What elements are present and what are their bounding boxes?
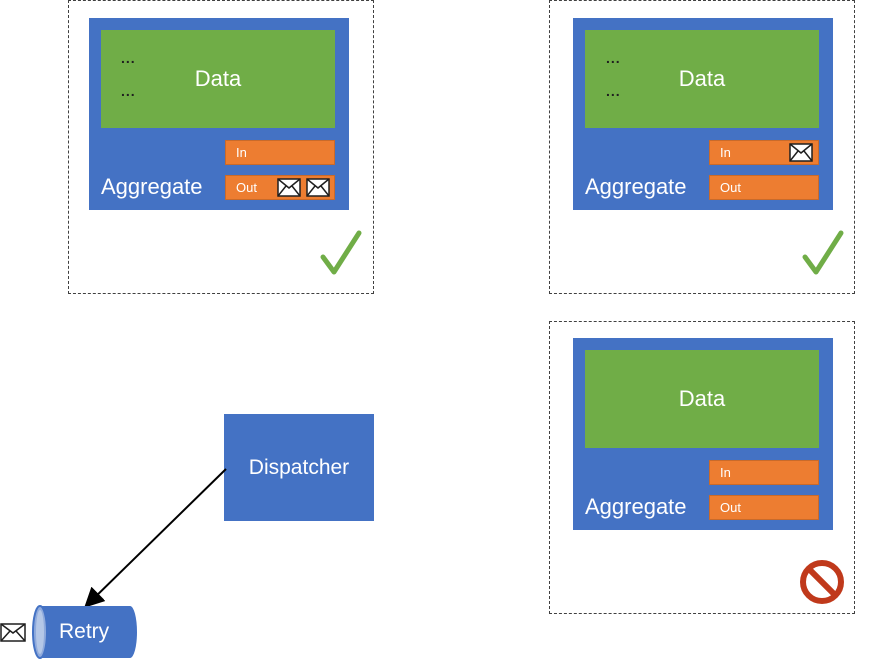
aggregate-box-3: Data In Out Aggregate [573, 338, 833, 530]
dispatcher-box: Dispatcher [224, 414, 374, 521]
envelope-icon [306, 178, 330, 202]
out-queue-label-1: Out [236, 180, 257, 195]
data-ellipsis-2b: ... [606, 83, 621, 99]
data-label-2: Data [678, 66, 726, 91]
aggregate-label-3: Aggregate [585, 494, 687, 519]
envelope-icon [277, 178, 301, 202]
data-box-2: Data [585, 30, 819, 128]
out-queue-label-3: Out [720, 500, 741, 515]
in-queue-1: In [225, 140, 335, 165]
aggregate-box-2: Data ... ... In Out Aggregate [573, 18, 833, 210]
out-queue-label-2: Out [720, 180, 741, 195]
envelope-icon [789, 143, 813, 167]
in-queue-label-2: In [720, 145, 731, 160]
out-queue-3: Out [709, 495, 819, 520]
aggregate-box-1: Data ... ... In Out Aggregate [89, 18, 349, 210]
data-ellipsis-2a: ... [606, 50, 621, 66]
data-box-3: Data [585, 350, 819, 448]
data-ellipsis-1b: ... [121, 83, 136, 99]
retry-queue [32, 605, 137, 659]
aggregate-frame-3 [549, 321, 855, 614]
aggregate-frame-2 [549, 0, 855, 294]
aggregate-label-2: Aggregate [585, 174, 687, 199]
dispatch-arrow [84, 468, 227, 608]
retry-label: Retry [59, 620, 110, 643]
dispatcher-label: Dispatcher [248, 455, 350, 479]
in-queue-label-3: In [720, 465, 731, 480]
data-ellipsis-1a: ... [121, 50, 136, 66]
no-entry-icon [799, 559, 845, 610]
aggregate-frame-1 [68, 0, 374, 294]
envelope-icon [0, 623, 26, 647]
in-queue-label-1: In [236, 145, 247, 160]
in-queue-3: In [709, 460, 819, 485]
aggregate-label-1: Aggregate [101, 174, 203, 199]
out-queue-2: Out [709, 175, 819, 200]
data-box-1: Data [101, 30, 335, 128]
check-icon [320, 230, 362, 281]
check-icon [802, 230, 844, 281]
data-label-3: Data [678, 386, 726, 411]
data-label-1: Data [194, 66, 242, 91]
